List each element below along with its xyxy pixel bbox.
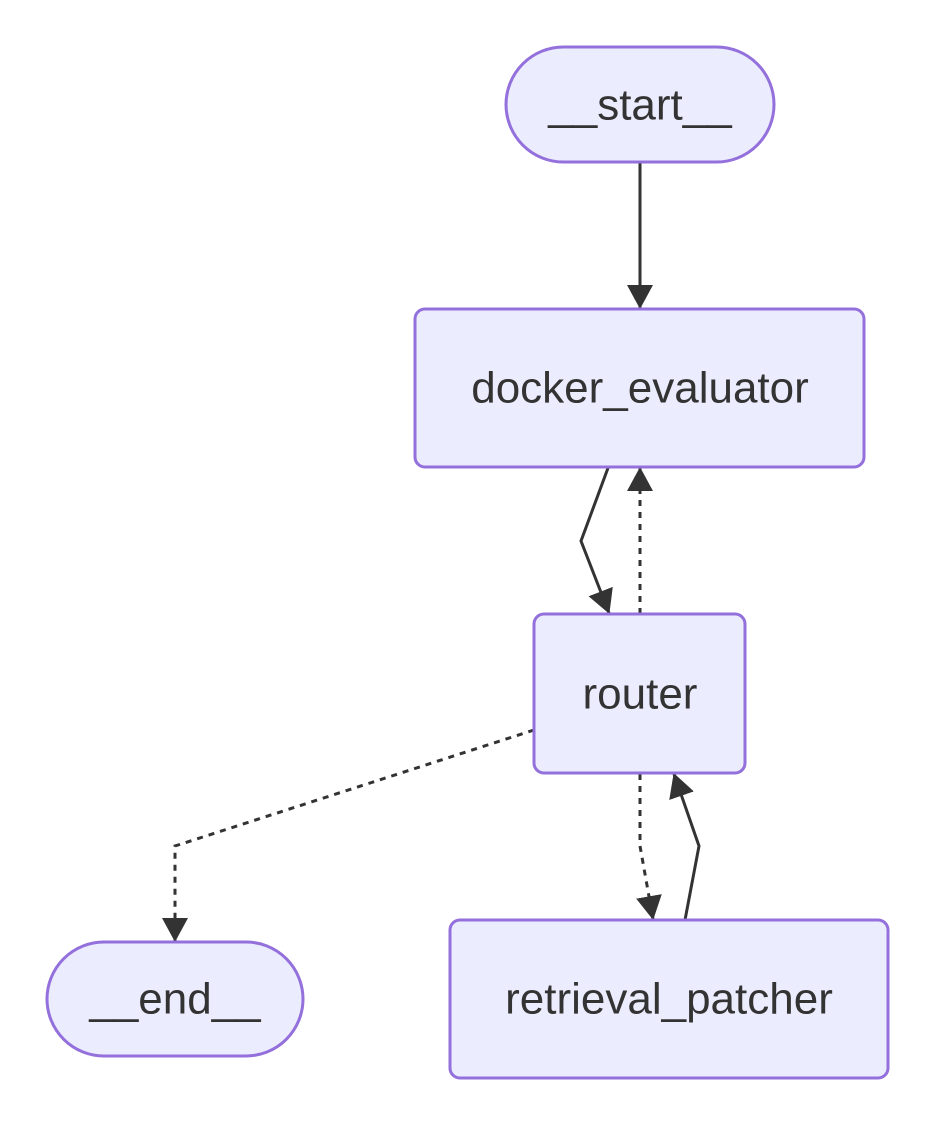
edge-docker-evaluator-to-router: [579, 467, 613, 614]
node-router-label: router: [583, 670, 698, 719]
node-docker-evaluator[interactable]: docker_evaluator: [413, 307, 866, 469]
node-docker-evaluator-label: docker_evaluator: [471, 364, 809, 413]
node-start-label: __start__: [547, 81, 732, 130]
edge-router-to-end: [162, 728, 535, 942]
node-end[interactable]: __end__: [45, 940, 305, 1058]
node-retrieval-patcher[interactable]: retrieval_patcher: [448, 918, 890, 1080]
node-start[interactable]: __start__: [504, 45, 776, 164]
edge-retrieval-patcher-to-router: [669, 773, 701, 921]
edge-router-to-retrieval-patcher: [636, 774, 662, 920]
node-end-label: __end__: [88, 975, 261, 1024]
node-router[interactable]: router: [532, 612, 747, 775]
node-retrieval-patcher-label: retrieval_patcher: [505, 975, 833, 1024]
edges: [162, 162, 701, 942]
